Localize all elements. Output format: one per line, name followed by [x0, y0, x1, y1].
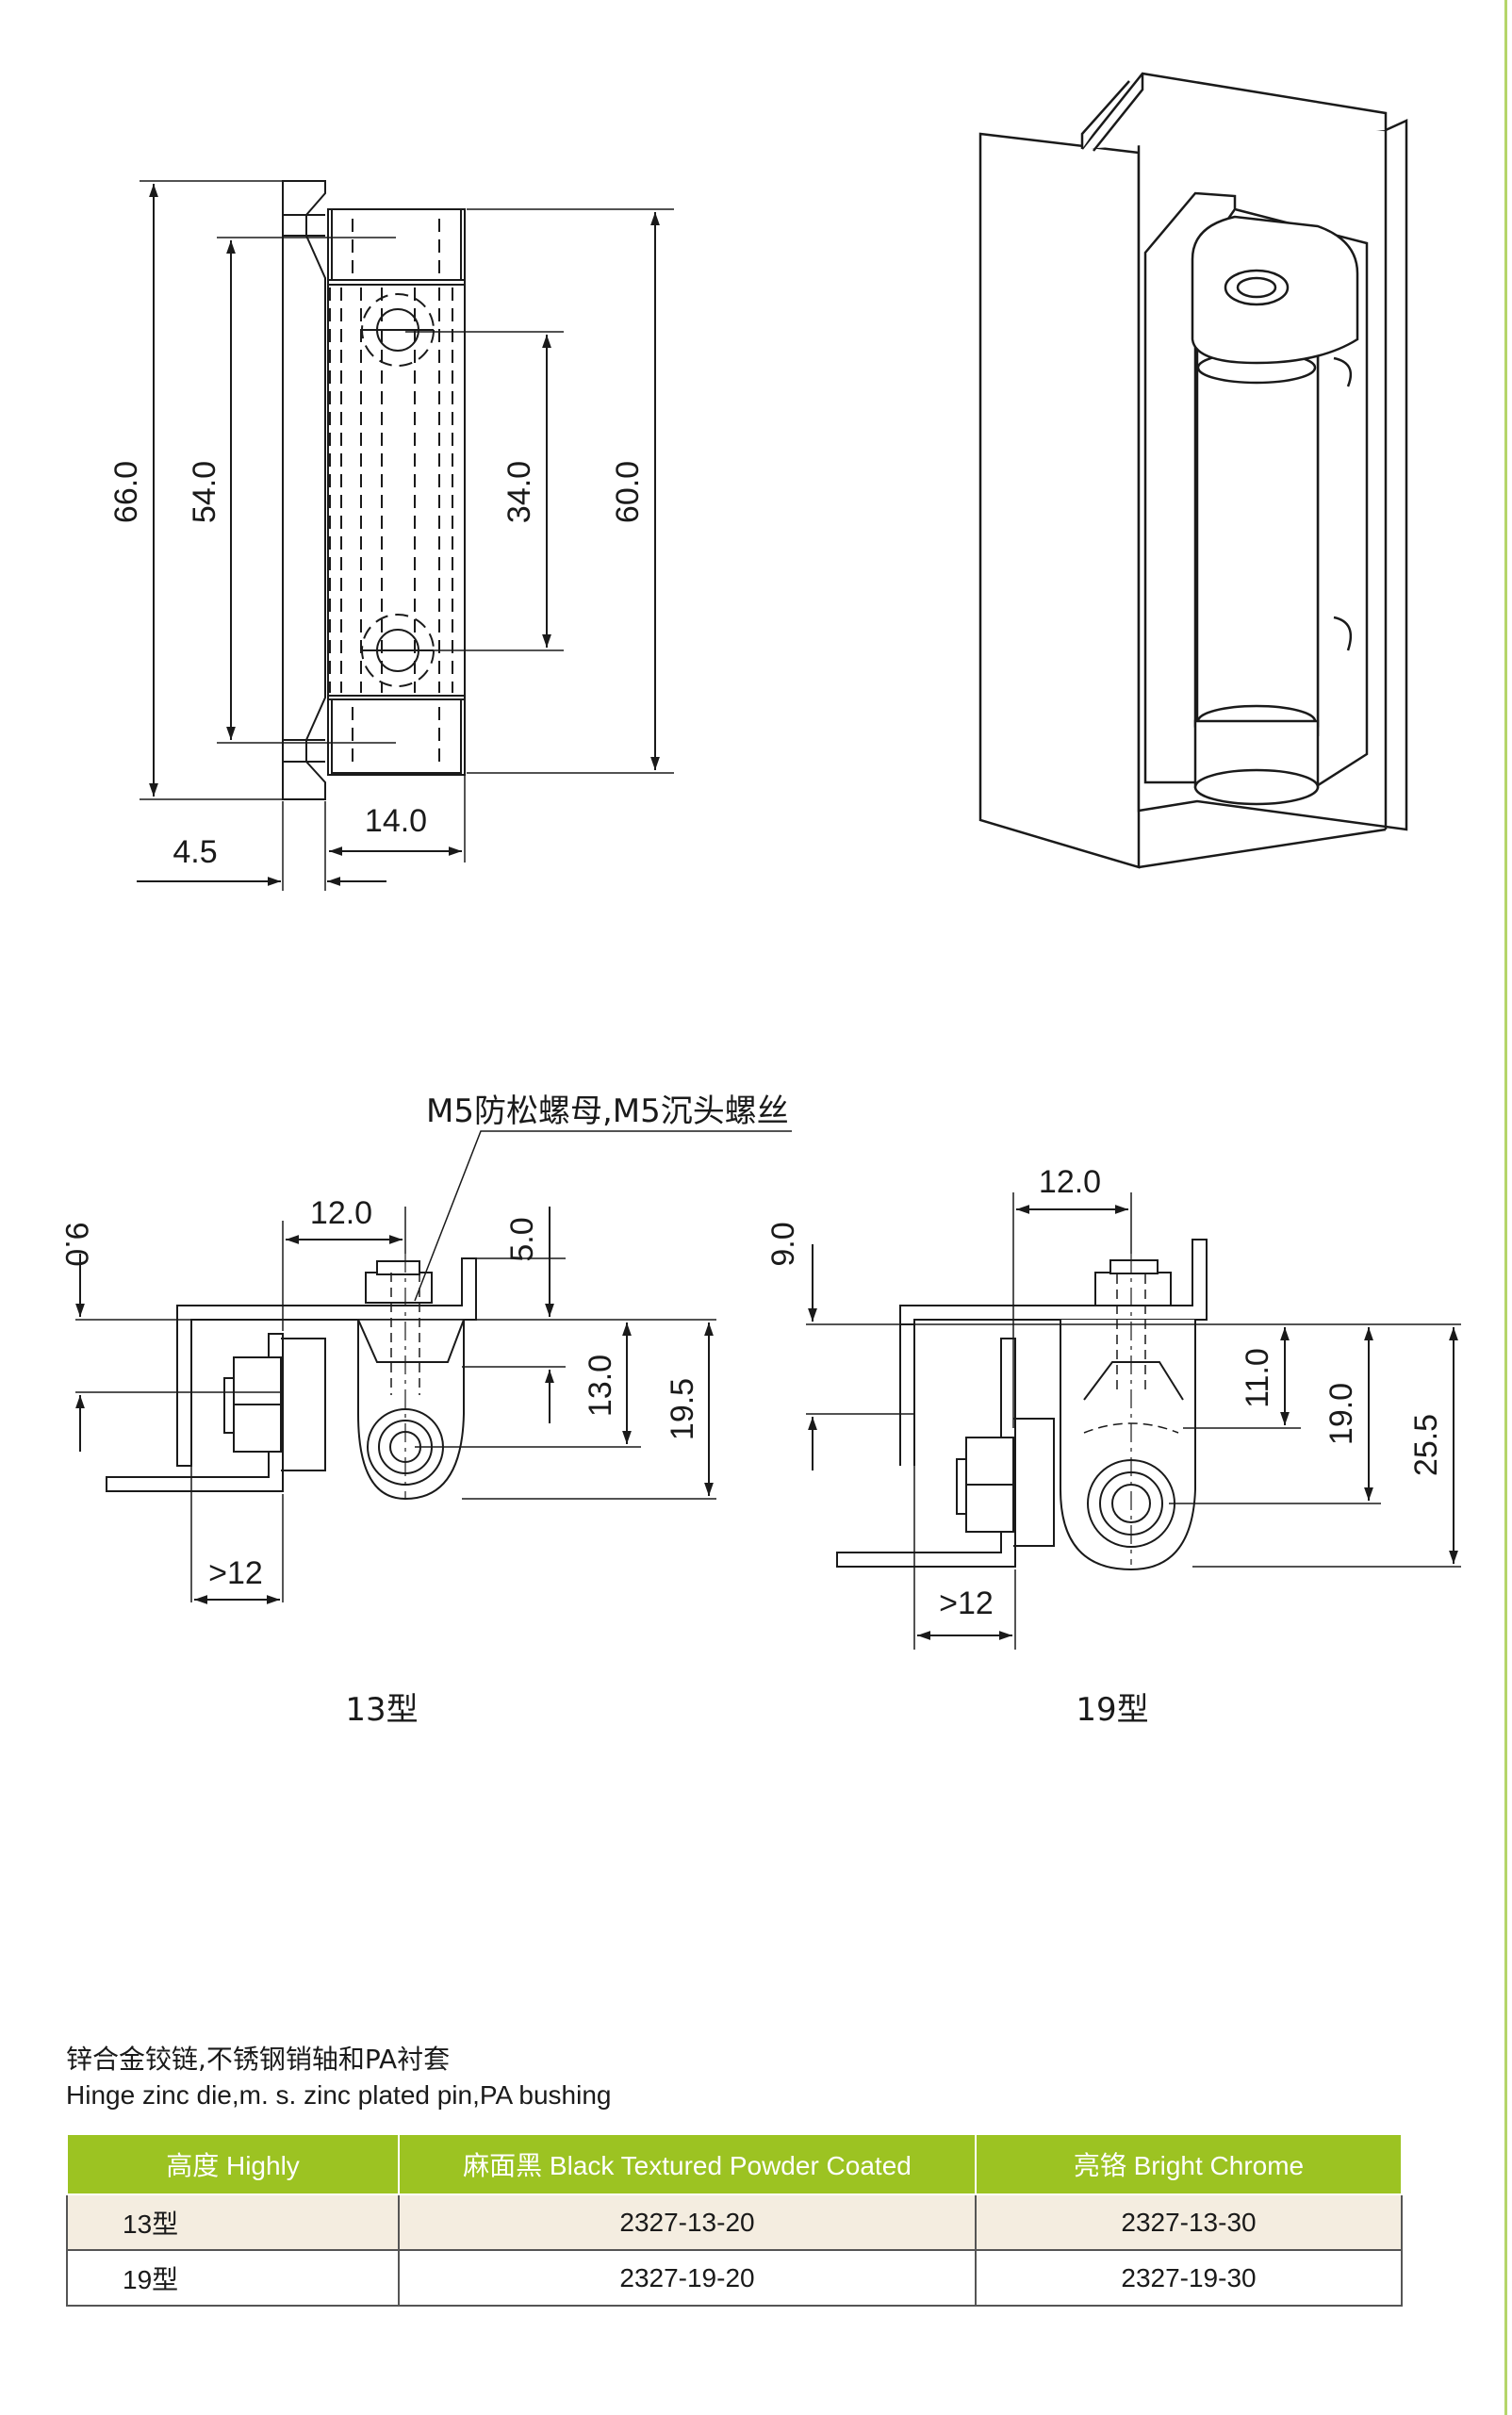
type13-dim-5: 5.0 [504, 1217, 540, 1261]
type19-dim-25-5: 25.5 [1408, 1414, 1444, 1476]
fastener-note: M5防松螺母,M5沉头螺丝 [426, 1092, 789, 1130]
row-type: 13型 [66, 2193, 400, 2251]
row-type: 19型 [66, 2249, 400, 2307]
dim-4-5: 4.5 [173, 834, 217, 870]
type19-dim-gt12: >12 [939, 1585, 994, 1621]
isometric-view [978, 72, 1408, 869]
front-view [137, 180, 674, 891]
type13-dim-12: 12.0 [310, 1195, 372, 1231]
dim-34: 34.0 [501, 461, 537, 523]
type19-dim-19: 19.0 [1323, 1383, 1359, 1445]
dim-60: 60.0 [610, 461, 646, 523]
type13-dim-9: 9.0 [58, 1222, 94, 1266]
caption-english: Hinge zinc die,m. s. zinc plated pin,PA … [66, 2080, 612, 2110]
page-side-rule [1504, 0, 1507, 2415]
table-row: 19型 2327-19-20 2327-19-30 [66, 2249, 1403, 2307]
type13-dim-13: 13.0 [583, 1355, 618, 1417]
type13-section [75, 1130, 792, 1604]
row-chrome-part: 2327-13-30 [975, 2193, 1403, 2251]
header-height: 高度 Highly [66, 2133, 400, 2195]
dim-14: 14.0 [365, 803, 427, 839]
header-bright-chrome: 亮铬 Bright Chrome [975, 2133, 1403, 2195]
type13-dim-gt12: >12 [208, 1555, 263, 1591]
dim-54: 54.0 [187, 461, 222, 523]
spec-table: 高度 Highly 麻面黑 Black Textured Powder Coat… [66, 2133, 1403, 2307]
dim-66: 66.0 [108, 461, 144, 523]
row-chrome-part: 2327-19-30 [975, 2249, 1403, 2307]
type19-dim-11: 11.0 [1240, 1348, 1275, 1408]
type13-labels: M5防松螺母,M5沉头螺丝 12.0 9.0 5.0 13.0 19.5 >12… [58, 1092, 789, 1729]
header-black-textured: 麻面黑 Black Textured Powder Coated [398, 2133, 977, 2195]
table-row: 13型 2327-13-20 2327-13-30 [66, 2193, 1403, 2251]
table-header-row: 高度 Highly 麻面黑 Black Textured Powder Coat… [66, 2133, 1403, 2195]
type13-label: 13型 [345, 1691, 418, 1729]
type19-labels: 12.0 9.0 11.0 19.0 25.5 >12 19型 [765, 1164, 1444, 1729]
caption-chinese: 锌合金铰链,不锈钢销轴和PA衬套 [66, 2044, 451, 2075]
front-view-dimension-labels: 66.0 54.0 34.0 60.0 14.0 4.5 [108, 461, 646, 870]
type19-dim-12: 12.0 [1039, 1164, 1101, 1200]
type19-section [806, 1192, 1461, 1650]
row-black-part: 2327-19-20 [398, 2249, 977, 2307]
type19-label: 19型 [1076, 1691, 1148, 1729]
row-black-part: 2327-13-20 [398, 2193, 977, 2251]
type19-dim-9: 9.0 [765, 1222, 801, 1266]
type13-dim-19-5: 19.5 [665, 1378, 700, 1440]
